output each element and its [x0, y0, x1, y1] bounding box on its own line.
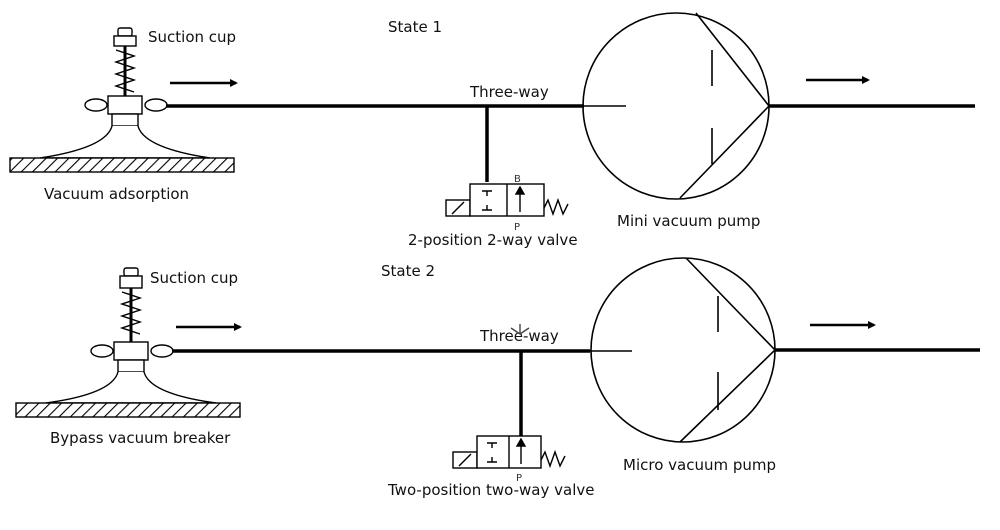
- pump-label-2: Micro vacuum pump: [623, 456, 776, 474]
- valve-spring: [543, 197, 569, 217]
- suction-cup-1: [39, 27, 211, 159]
- three-way-mark-2: [510, 324, 530, 335]
- valve-label-1: 2-position 2-way valve: [408, 231, 578, 249]
- mode-label-1: Vacuum adsorption: [44, 185, 189, 203]
- vacuum-pump-2: [590, 257, 777, 443]
- cup-port-left: [84, 98, 108, 112]
- valve-block-bottom: [482, 205, 492, 211]
- valve-flow-arrow: [515, 437, 527, 447]
- work-surface-1: [9, 157, 235, 173]
- cup-port-right: [144, 98, 168, 112]
- pump-circle: [590, 257, 776, 443]
- junction-label-2: Three-way: [479, 327, 559, 345]
- valve-1: [445, 183, 569, 217]
- cup-bellow: [39, 125, 211, 159]
- valve-block-bottom: [487, 457, 497, 463]
- cup-nut: [113, 35, 137, 47]
- cup-label-1: Suction cup: [148, 28, 236, 46]
- valve-solenoid-mark: [451, 201, 465, 215]
- cup-bellow: [45, 371, 217, 404]
- pump-triangle: [679, 257, 777, 443]
- state-1-label: State 1: [388, 18, 442, 36]
- cup-body: [113, 341, 149, 361]
- cup-label-2: Suction cup: [150, 269, 238, 287]
- valve-block-top: [487, 442, 497, 448]
- cup-neck: [117, 359, 145, 373]
- valve-port-p-1: P: [514, 222, 520, 233]
- suction-cup-2: [45, 267, 217, 404]
- cup-port-left: [90, 344, 114, 358]
- work-surface-2: [15, 402, 241, 418]
- cup-cap: [117, 27, 133, 37]
- valve-label-2: Two-position two-way valve: [387, 481, 594, 499]
- pump-label-1: Mini vacuum pump: [617, 212, 760, 230]
- mode-label-2: Bypass vacuum breaker: [50, 429, 231, 447]
- valve-port-p-2: P: [516, 473, 522, 484]
- junction-label-1: Three-way: [469, 83, 549, 101]
- valve-port-b-1: B: [514, 174, 521, 185]
- valve-block-top: [482, 190, 492, 196]
- pump-triangle: [679, 12, 771, 199]
- valve-spring: [540, 449, 566, 469]
- cup-neck: [111, 113, 139, 127]
- cup-port-right: [150, 344, 174, 358]
- cup-cap: [123, 267, 139, 277]
- valve-flow-arrow: [514, 185, 526, 195]
- state-2: State 2 Suction cup Bypass vacuum breake…: [15, 257, 980, 499]
- state-1: State 1 Suction cup Vacuum adsorption Th…: [9, 12, 975, 249]
- cup-nut: [119, 275, 143, 289]
- valve-solenoid-mark: [458, 453, 472, 467]
- valve-2: [452, 435, 566, 469]
- state-2-label: State 2: [381, 262, 435, 280]
- cup-body: [107, 95, 143, 115]
